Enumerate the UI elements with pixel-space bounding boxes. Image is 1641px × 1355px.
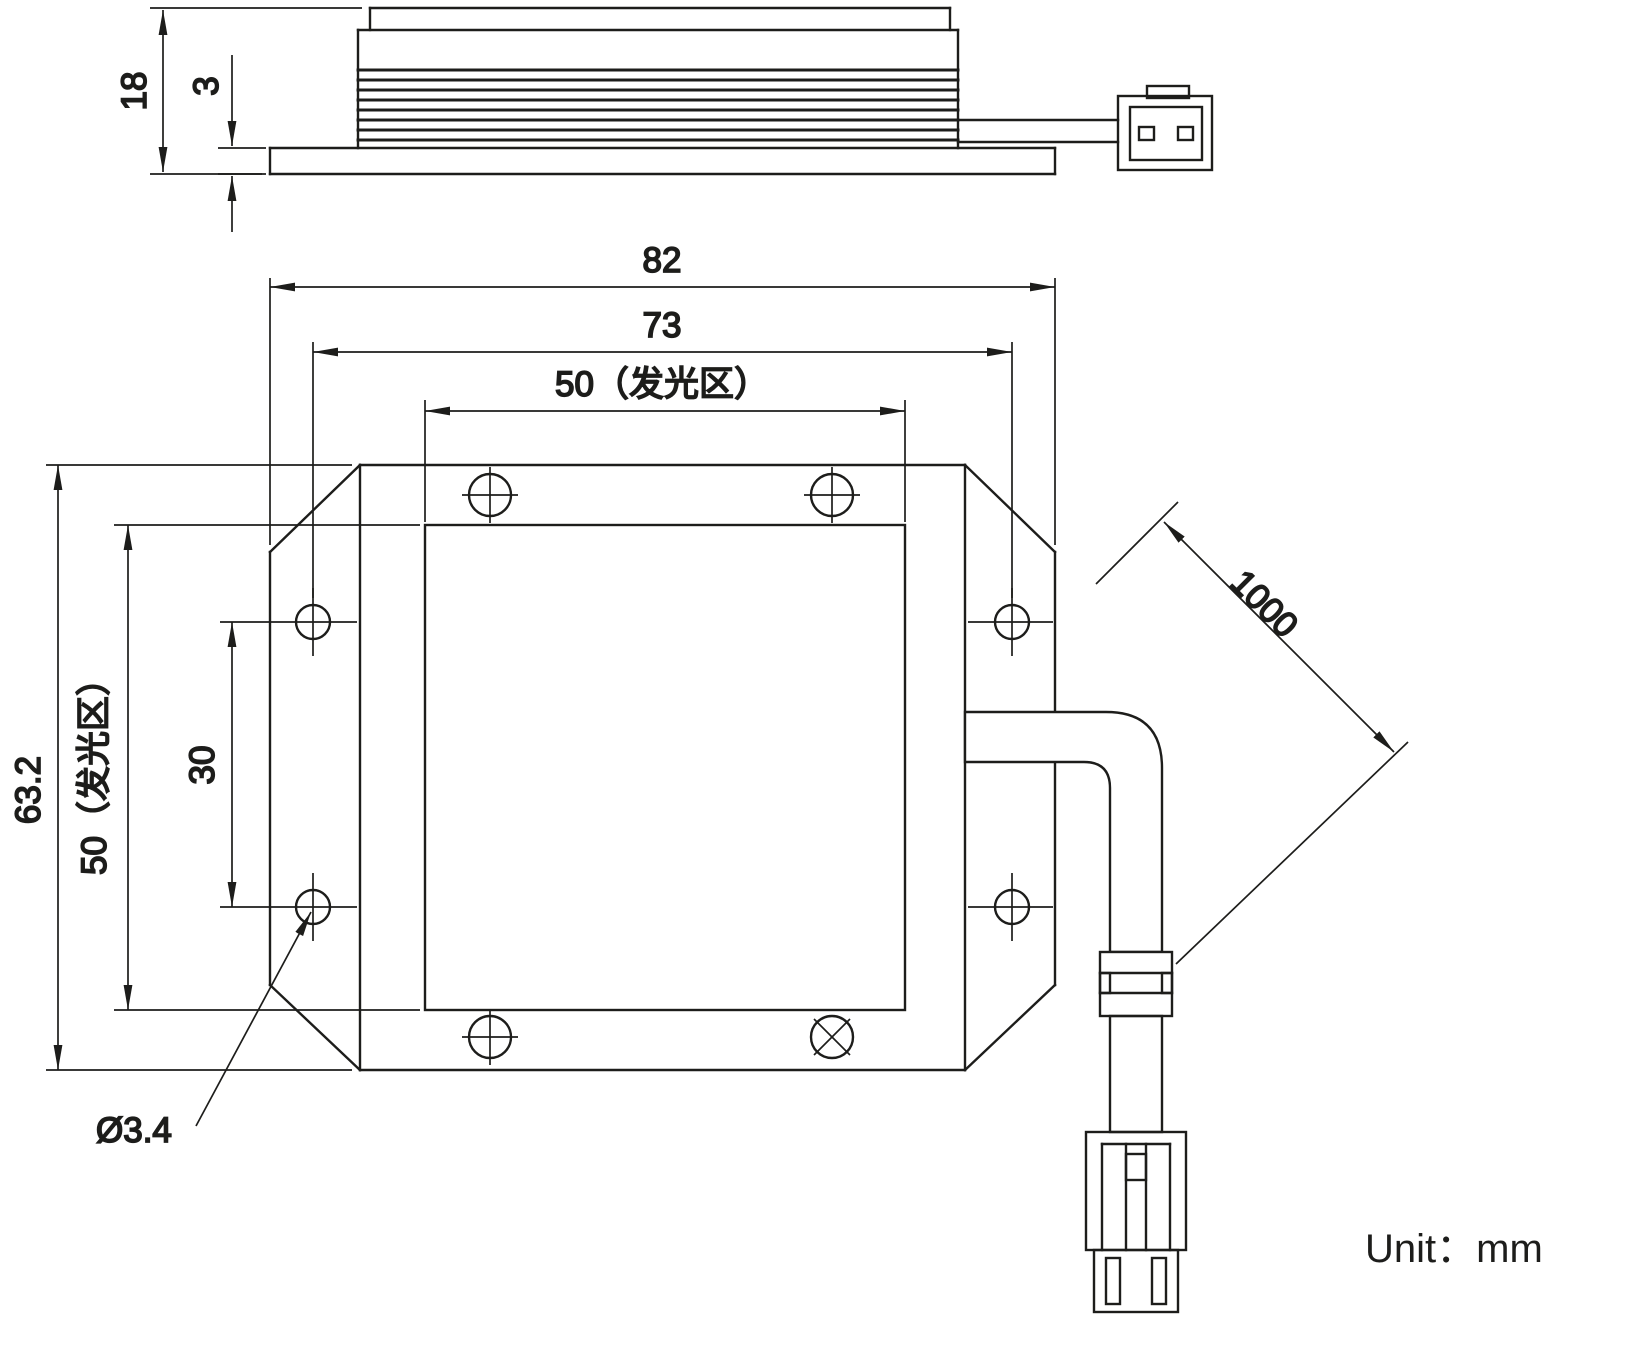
dim-label-overall-height: 63.2: [9, 756, 48, 824]
mount-hole-left-bottom: [220, 873, 357, 941]
dim-label-emitting-width: 50（发光区）: [555, 365, 769, 404]
side-connector-contact-left: [1137, 125, 1156, 142]
front-view: 82 73 50（发光区） 63.2 50（发光区）: [8, 240, 1409, 1314]
side-view: 18 3: [114, 6, 1214, 232]
dim-emitting-height: 50（发光区）: [74, 524, 420, 1011]
dim-label-mount-spacing-vertical: 30: [183, 746, 222, 785]
dim-emitting-width: 50（发光区）: [424, 364, 906, 522]
mount-hole-left-top: [220, 588, 357, 656]
dim-label-emitting-height: 50（发光区）: [75, 661, 114, 875]
dim-mount-spacing-horizontal: 73: [312, 305, 1013, 598]
cable-connector: [1084, 950, 1188, 1314]
side-mounting-flange: [268, 146, 1057, 176]
dim-label-mount-spacing-horizontal: 73: [643, 306, 682, 345]
dim-label-side-height: 18: [115, 72, 154, 111]
dim-label-flange-thickness: 3: [187, 76, 226, 95]
dim-overall-height: 63.2: [8, 464, 352, 1071]
dim-hole-diameter: Ø3.4: [95, 911, 312, 1151]
screw-bottom-right: [809, 1014, 855, 1060]
dim-flange-thickness: 3: [186, 55, 266, 232]
side-cable: [956, 118, 1120, 144]
cable-path: [963, 710, 1164, 954]
mount-hole-right-top: [968, 588, 1053, 656]
side-body: [356, 6, 960, 150]
right-mount-flange: [963, 463, 1057, 1072]
dim-label-overall-width: 82: [643, 241, 682, 280]
side-connector-latch: [1145, 84, 1191, 100]
connector-neck: [1108, 1014, 1164, 1134]
front-cable: [963, 710, 1164, 954]
screw-top-right: [804, 467, 860, 523]
unit-label: Unit：mm: [1365, 1227, 1543, 1271]
left-mount-flange: [268, 463, 362, 1072]
emitting-area: [423, 523, 907, 1012]
dim-mount-spacing-vertical: 30: [182, 622, 237, 907]
side-connector-housing: [1116, 94, 1214, 172]
screw-bottom-left: [462, 1009, 518, 1065]
front-body-outline: [358, 463, 967, 1072]
side-connector-contact-right: [1176, 125, 1195, 142]
side-connector: [1116, 84, 1214, 172]
side-heatsink-fins: [356, 68, 960, 142]
dim-overall-width: 82: [269, 240, 1056, 545]
connector-plug-end: [1092, 1248, 1180, 1314]
dim-label-cable-length: 1000: [1223, 563, 1306, 646]
screw-top-left: [462, 467, 518, 523]
mount-hole-right-bottom: [968, 873, 1053, 941]
side-connector-inner: [1128, 105, 1204, 162]
dim-label-hole-diameter: Ø3.4: [96, 1111, 172, 1150]
